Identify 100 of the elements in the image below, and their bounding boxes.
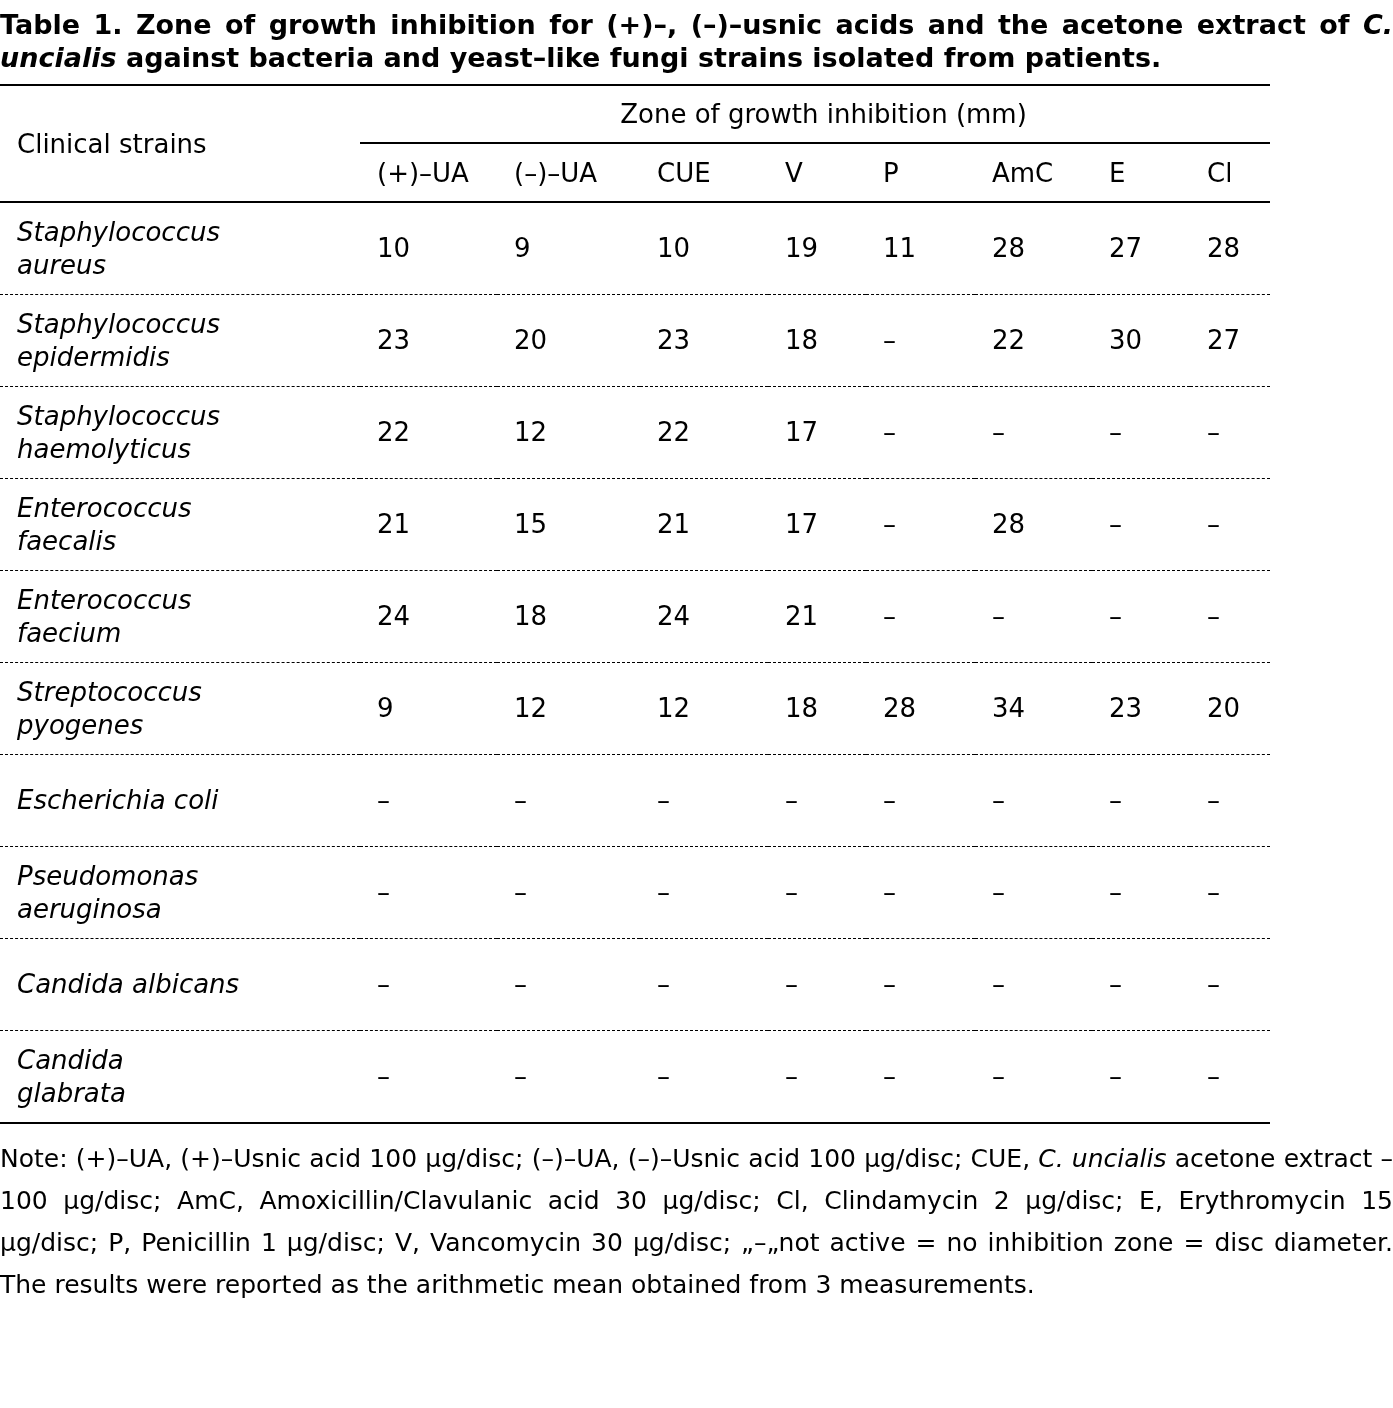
value-text: 34 (992, 693, 1026, 723)
value-text: – (785, 785, 798, 815)
value-text: 17 (785, 509, 819, 539)
value-text: – (992, 1061, 1005, 1091)
value-text: 22 (992, 325, 1026, 355)
value-text: 12 (514, 417, 548, 447)
value-text: 18 (785, 693, 819, 723)
value-text: – (1207, 601, 1220, 631)
value-text: – (883, 785, 896, 815)
column-header: V (785, 157, 803, 188)
value-text: – (883, 601, 896, 631)
value-text: – (1207, 969, 1220, 999)
value-text: 22 (657, 417, 691, 447)
value-text: 28 (992, 233, 1026, 263)
value-text: – (657, 877, 670, 907)
value-text: 12 (514, 693, 548, 723)
strain-name: Staphylococcus epidermidis (17, 308, 220, 372)
value-text: – (1109, 877, 1122, 907)
value-text: 18 (785, 325, 819, 355)
value-text: – (992, 785, 1005, 815)
value-text: – (1207, 509, 1220, 539)
value-text: – (377, 1061, 390, 1091)
value-text: – (377, 785, 390, 815)
value-text: 22 (377, 417, 411, 447)
value-text: 15 (514, 509, 548, 539)
value-text: 28 (883, 693, 917, 723)
column-header: Clinical strains (17, 128, 207, 159)
value-text: – (785, 1061, 798, 1091)
strain-name: Streptococcus pyogenes (17, 676, 202, 740)
value-text: 11 (883, 233, 917, 263)
value-text: – (992, 601, 1005, 631)
value-text: 21 (785, 601, 819, 631)
column-header: (–)–UA (514, 157, 598, 188)
value-text: – (514, 785, 527, 815)
value-text: – (514, 1061, 527, 1091)
value-text: – (1207, 877, 1220, 907)
value-text: – (377, 969, 390, 999)
value-text: 10 (377, 233, 411, 263)
value-text: 23 (1109, 693, 1143, 723)
value-text: 9 (377, 693, 394, 723)
value-text: 24 (377, 601, 411, 631)
value-text: – (657, 969, 670, 999)
value-text: 20 (1207, 693, 1241, 723)
value-text: 28 (1207, 233, 1241, 263)
strain-name: Enterococcus faecalis (17, 492, 192, 556)
value-text: – (785, 969, 798, 999)
strain-name: Escherichia coli (17, 785, 219, 815)
value-text: 24 (657, 601, 691, 631)
value-text: 23 (657, 325, 691, 355)
value-text: – (1207, 785, 1220, 815)
column-header: Cl (1207, 157, 1233, 188)
value-text: – (1109, 785, 1122, 815)
strain-name: Pseudomonas aeruginosa (17, 860, 199, 924)
value-text: – (992, 877, 1005, 907)
value-text: 28 (992, 509, 1026, 539)
value-text: 18 (514, 601, 548, 631)
column-header: E (1109, 157, 1126, 188)
value-text: – (1207, 417, 1220, 447)
value-text: 19 (785, 233, 819, 263)
value-text: – (1109, 969, 1122, 999)
value-text: – (883, 417, 896, 447)
value-text: – (1207, 1061, 1220, 1091)
value-text: – (1109, 601, 1122, 631)
value-text: – (883, 969, 896, 999)
column-header: (+)–UA (377, 157, 469, 188)
value-text: – (883, 877, 896, 907)
value-text: – (883, 509, 896, 539)
value-text: 30 (1109, 325, 1143, 355)
value-text: 20 (514, 325, 548, 355)
value-text: 27 (1207, 325, 1241, 355)
value-text: – (514, 877, 527, 907)
value-text: – (657, 1061, 670, 1091)
value-text: – (377, 877, 390, 907)
column-header: P (883, 157, 899, 188)
value-text: 10 (657, 233, 691, 263)
value-text: – (1109, 1061, 1122, 1091)
value-text: 23 (377, 325, 411, 355)
value-text: – (992, 969, 1005, 999)
column-header: CUE (657, 157, 711, 188)
strain-name: Candida albicans (17, 969, 240, 999)
strain-name: Candida glabrata (17, 1044, 126, 1108)
table-note: Note: (+)–UA, (+)–Usnic acid 100 µg/disc; (–)–UA, (–)–Usnic acid 100 µg/disc; CUE, C. uncialis acetone extract – 100 µg/disc; AmC, Amoxicillin/Clavulanic acid 30 µg/disc; Cl, Clindamycin 2 µg/disc; E, Erythromycin 15 µg/disc; P, Penicillin 1 µg/disc; V, Vancomycin 30 µg/disc; „–„not active = no inhibition zone = disc diameter. The results were reported as the arithmetic mean obtained from 3 measurements. (0, 1143, 1393, 1301)
value-text: – (883, 1061, 896, 1091)
value-text: 17 (785, 417, 819, 447)
value-text: – (657, 785, 670, 815)
strain-name: Enterococcus faecium (17, 584, 192, 648)
table-title: Table 1. Zone of growth inhibition for (+)–, (–)–usnic acids and the acetone extract of C. uncialis against bacteria and yeast–like fungi strains isolated from patients. (0, 8, 1393, 74)
value-text: – (992, 417, 1005, 447)
value-text: 27 (1109, 233, 1143, 263)
column-group-header: Zone of growth inhibition (mm) (620, 99, 1027, 129)
value-text: – (514, 969, 527, 999)
value-text: 21 (657, 509, 691, 539)
value-text: 12 (657, 693, 691, 723)
value-text: – (1109, 509, 1122, 539)
value-text: – (883, 325, 896, 355)
value-text: – (1109, 417, 1122, 447)
strain-name: Staphylococcus haemolyticus (17, 400, 220, 464)
value-text: 21 (377, 509, 411, 539)
strain-name: Staphylococcus aureus (17, 216, 220, 280)
value-text: 9 (514, 233, 531, 263)
